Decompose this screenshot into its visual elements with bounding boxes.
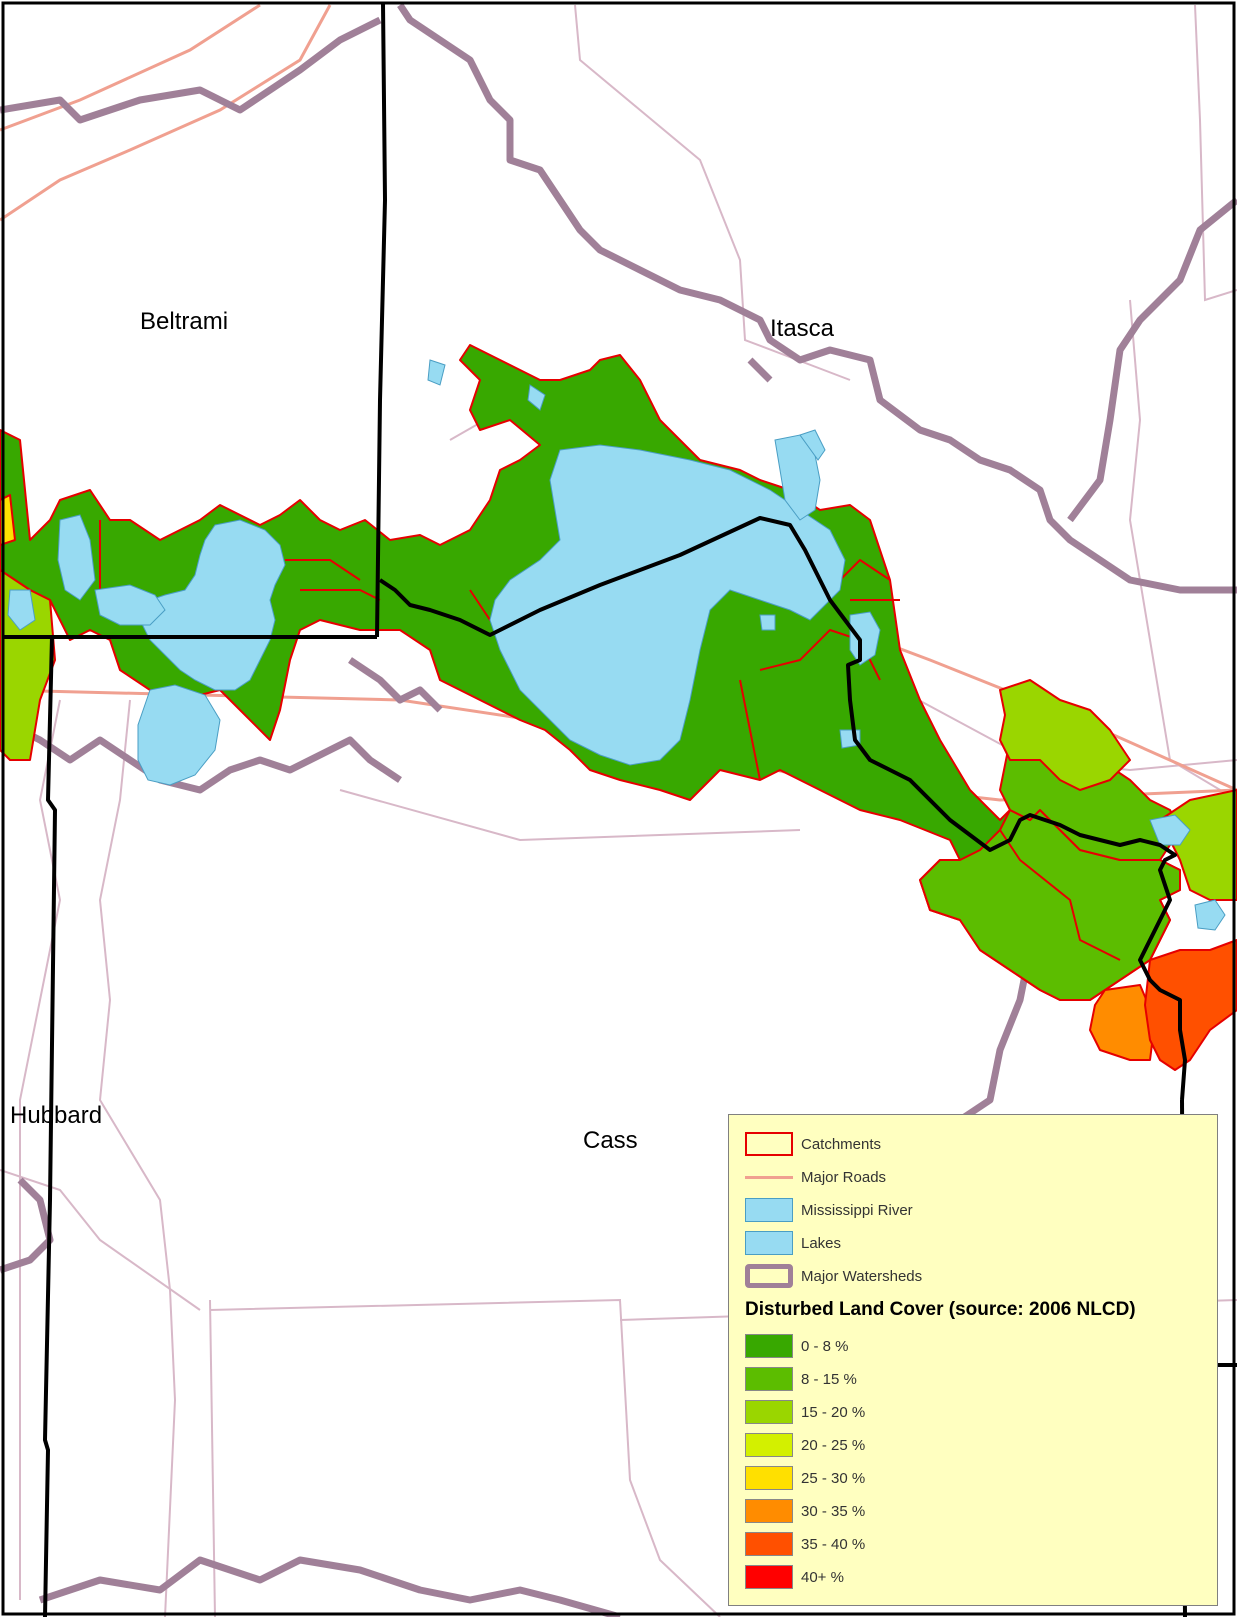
class-label: 25 - 30 % bbox=[801, 1469, 866, 1487]
legend-label: Lakes bbox=[801, 1234, 842, 1252]
map-legend: Catchments Major Roads Mississippi River… bbox=[728, 1114, 1218, 1606]
county-label-itasca: Itasca bbox=[770, 315, 835, 342]
legend-label: Major Roads bbox=[801, 1168, 887, 1186]
river-symbol bbox=[745, 1198, 793, 1222]
legend-item-lakes: Lakes bbox=[745, 1230, 841, 1256]
county-label-cass: Cass bbox=[583, 1127, 638, 1154]
major-watersheds bbox=[0, 3, 1237, 1617]
lakes[interactable] bbox=[7, 359, 1226, 931]
legend-class-item: 0 - 8 % bbox=[745, 1333, 849, 1359]
class-swatch bbox=[745, 1334, 793, 1358]
class-label: 40+ % bbox=[801, 1568, 844, 1586]
legend-item-major-roads: Major Roads bbox=[745, 1164, 886, 1190]
legend-class-item: 35 - 40 % bbox=[745, 1531, 865, 1557]
legend-class-item: 25 - 30 % bbox=[745, 1465, 865, 1491]
legend-class-item: 40+ % bbox=[745, 1564, 844, 1590]
class-label: 30 - 35 % bbox=[801, 1502, 866, 1520]
legend-label: Catchments bbox=[801, 1135, 882, 1153]
class-label: 15 - 20 % bbox=[801, 1403, 866, 1421]
class-swatch bbox=[745, 1466, 793, 1490]
legend-item-major-watersheds: Major Watersheds bbox=[745, 1263, 922, 1289]
legend-label: Mississippi River bbox=[801, 1201, 913, 1219]
class-swatch bbox=[745, 1367, 793, 1391]
class-swatch bbox=[745, 1499, 793, 1523]
legend-class-item: 20 - 25 % bbox=[745, 1432, 865, 1458]
legend-title: Disturbed Land Cover (source: 2006 NLCD) bbox=[745, 1299, 1136, 1320]
county-label-beltrami: Beltrami bbox=[140, 308, 229, 335]
class-swatch bbox=[745, 1400, 793, 1424]
class-label: 35 - 40 % bbox=[801, 1535, 866, 1553]
legend-class-item: 8 - 15 % bbox=[745, 1366, 857, 1392]
legend-item-mississippi-river: Mississippi River bbox=[745, 1197, 913, 1223]
watershed-symbol bbox=[745, 1264, 793, 1288]
class-swatch bbox=[745, 1565, 793, 1589]
class-swatch bbox=[745, 1532, 793, 1556]
legend-class-item: 15 - 20 % bbox=[745, 1399, 865, 1425]
legend-item-catchments: Catchments bbox=[745, 1131, 881, 1157]
legend-label: Major Watersheds bbox=[801, 1267, 923, 1285]
road-symbol bbox=[745, 1165, 793, 1189]
class-swatch bbox=[745, 1433, 793, 1457]
legend-class-item: 30 - 35 % bbox=[745, 1498, 865, 1524]
county-label-hubbard: Hubbard bbox=[10, 1102, 103, 1129]
lake-symbol bbox=[745, 1231, 793, 1255]
class-label: 20 - 25 % bbox=[801, 1436, 866, 1454]
class-label: 0 - 8 % bbox=[801, 1337, 849, 1355]
class-label: 8 - 15 % bbox=[801, 1370, 857, 1388]
catchment-symbol bbox=[745, 1132, 793, 1156]
